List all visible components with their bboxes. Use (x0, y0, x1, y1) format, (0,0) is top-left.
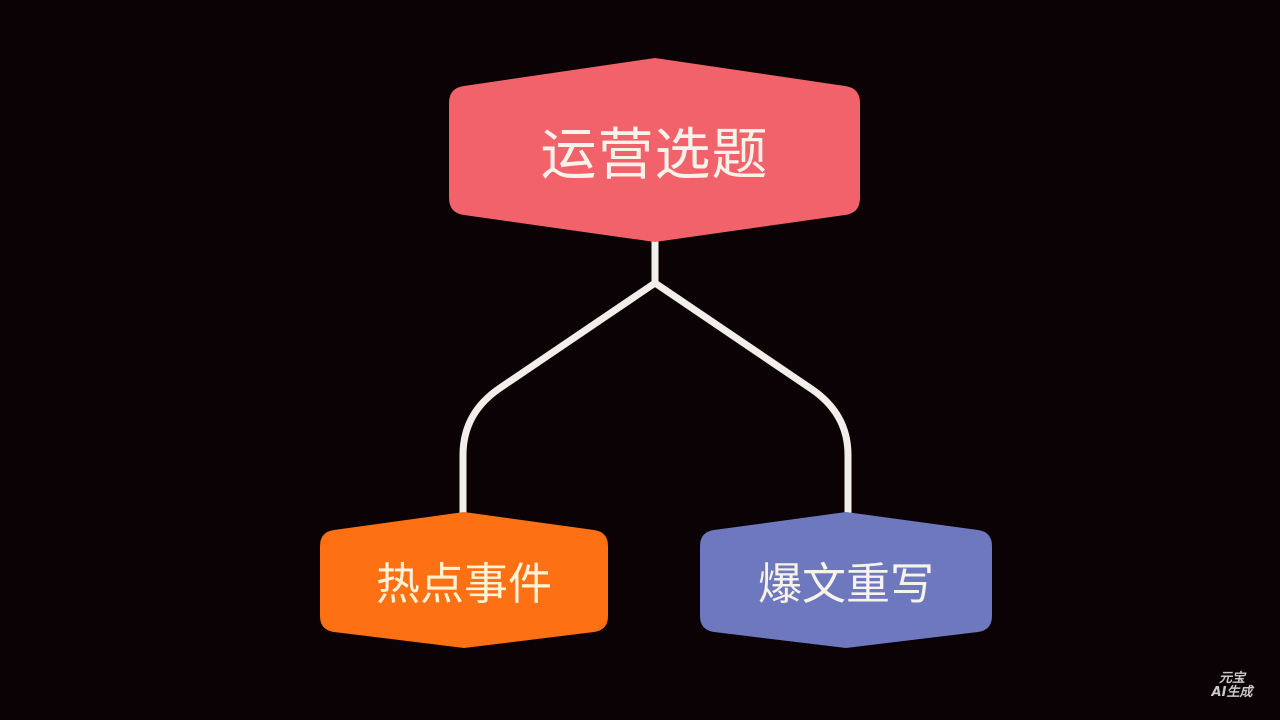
connector-right-branch (653, 280, 852, 514)
root-node-shape[interactable] (449, 58, 860, 242)
connectors (459, 240, 852, 514)
right-node-shape[interactable] (700, 512, 992, 648)
ai-watermark: 元宝 AI生成 (1202, 672, 1262, 700)
watermark-line-1: 元宝 (1218, 671, 1245, 686)
watermark-line-2: AI生成 (1211, 685, 1253, 700)
connector-left-branch (459, 280, 657, 514)
left-node-shape[interactable] (320, 512, 608, 648)
